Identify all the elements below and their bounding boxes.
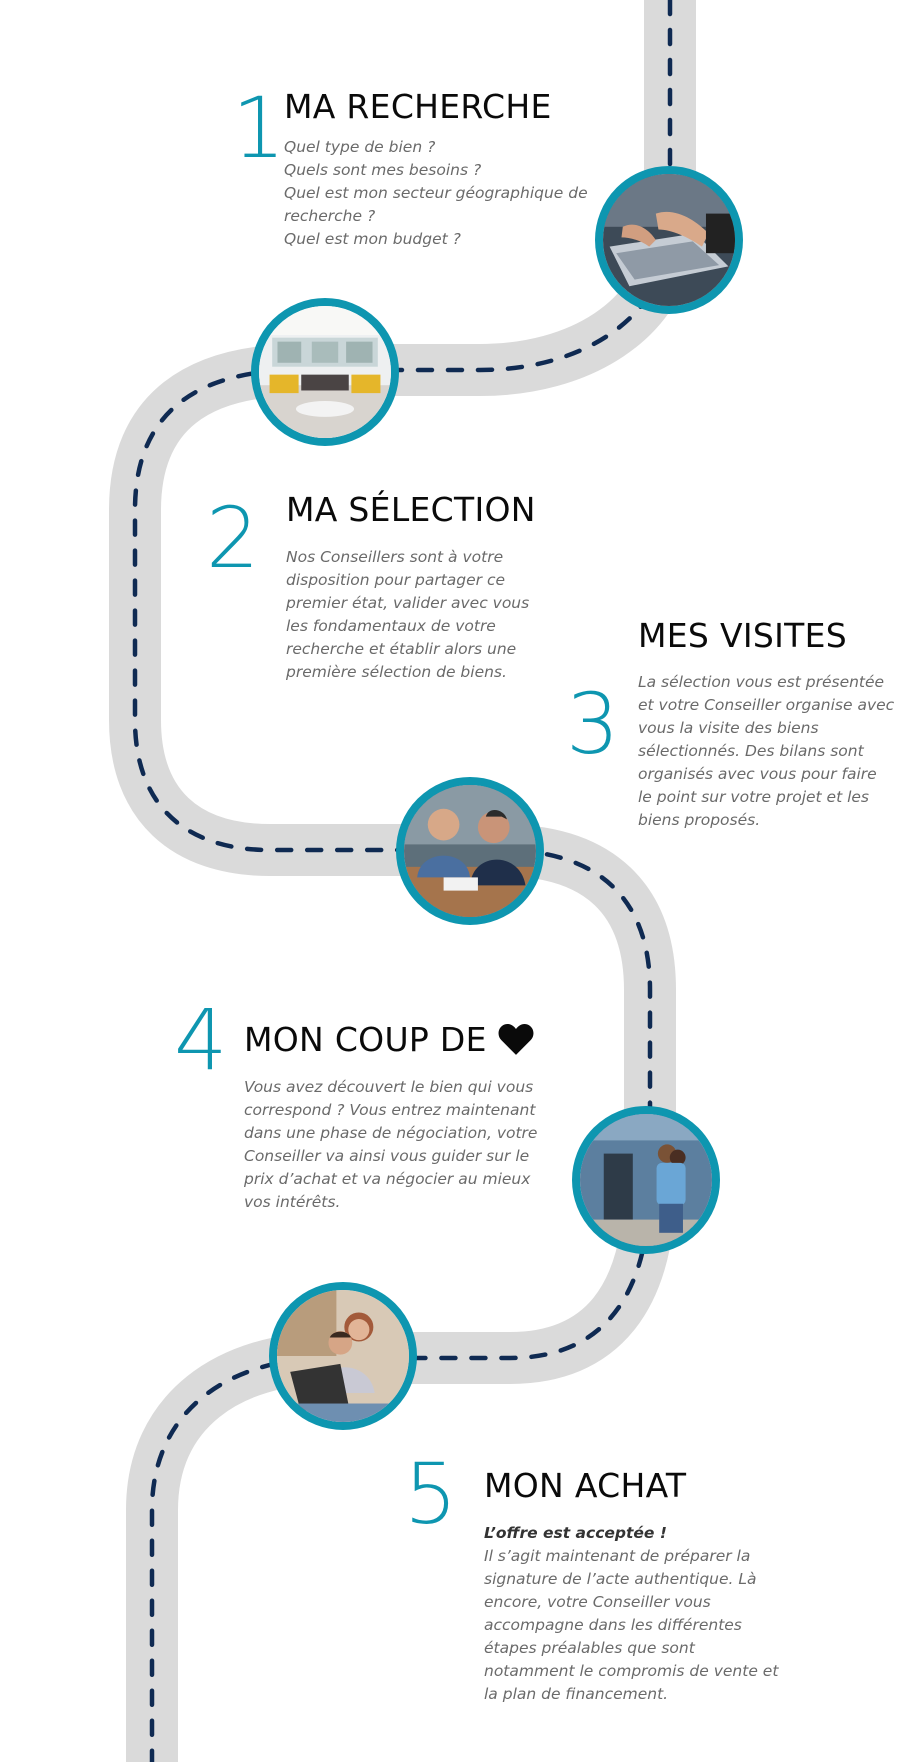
step-5-description: L’offre est acceptée ! Il s’agit mainten… — [484, 1522, 778, 1706]
photo-couple-laptop — [269, 1282, 417, 1430]
step-4-line: prix d’achat et va négocier au mieux — [244, 1170, 531, 1188]
step-1-title: MA RECHERCHE — [284, 87, 552, 126]
step-5-line: accompagne dans les différentes — [484, 1616, 742, 1634]
step-4-line: correspond ? Vous entrez maintenant — [244, 1101, 536, 1119]
step-5-line: encore, votre Conseiller vous — [484, 1593, 711, 1611]
step-3-line: sélectionnés. Des bilans sont — [638, 742, 864, 760]
photo-living-room — [251, 298, 399, 446]
step-5-line: notamment le compromis de vente et — [484, 1662, 779, 1680]
step-1-description: Quel type de bien ? Quels sont mes besoi… — [284, 136, 588, 251]
step-4-title: MON COUP DE — [244, 1023, 535, 1056]
step-2-description: Nos Conseillers sont à votre disposition… — [286, 546, 529, 684]
step-5-title: MON ACHAT — [484, 1466, 687, 1505]
step-3-line: biens proposés. — [638, 811, 761, 829]
step-2-title: MA SÉLECTION — [286, 490, 536, 529]
step-1-line: Quels sont mes besoins ? — [284, 161, 482, 179]
step-1-line: Quel est mon secteur géographique de — [284, 184, 588, 202]
step-4-line: Vous avez découvert le bien qui vous — [244, 1078, 534, 1096]
step-4-line: Conseiller va ainsi vous guider sur le — [244, 1147, 530, 1165]
heart-icon — [498, 1023, 534, 1055]
step-5-line: la plan de financement. — [484, 1685, 669, 1703]
step-3-line: et votre Conseiller organise avec — [638, 696, 895, 714]
step-2-line: disposition pour partager ce — [286, 571, 506, 589]
step-2-line: recherche et établir alors une — [286, 640, 517, 658]
step-3-line: vous la visite des biens — [638, 719, 819, 737]
step-3-line: le point sur votre projet et les — [638, 788, 869, 806]
step-2-line: Nos Conseillers sont à votre — [286, 548, 504, 566]
step-4-line: vos intérêts. — [244, 1193, 341, 1211]
step-4-line: dans une phase de négociation, votre — [244, 1124, 538, 1142]
photo-advisors-meeting — [396, 777, 544, 925]
step-1-line: Quel est mon budget ? — [284, 230, 461, 248]
step-5-line: signature de l’acte authentique. Là — [484, 1570, 757, 1588]
step-5-number: 5 — [404, 1445, 458, 1543]
step-3-description: La sélection vous est présentée et votre… — [638, 671, 894, 832]
step-3-line: La sélection vous est présentée — [638, 673, 885, 691]
photo-couple-house — [572, 1106, 720, 1254]
step-3-title: MES VISITES — [638, 616, 848, 655]
step-1-line: Quel type de bien ? — [284, 138, 436, 156]
step-4-description: Vous avez découvert le bien qui vous cor… — [244, 1076, 537, 1214]
step-3-number: 3 — [566, 675, 620, 773]
step-4-title-text: MON COUP DE — [244, 1020, 487, 1059]
step-1-line: recherche ? — [284, 207, 376, 225]
step-4-number: 4 — [174, 991, 228, 1089]
step-5-lead: L’offre est acceptée ! — [484, 1524, 667, 1542]
step-5-line: étapes préalables que sont — [484, 1639, 695, 1657]
photo-hands-laptop — [595, 166, 743, 314]
step-2-line: les fondamentaux de votre — [286, 617, 496, 635]
step-3-line: organisés avec vous pour faire — [638, 765, 877, 783]
step-2-line: premier état, valider avec vous — [286, 594, 530, 612]
step-5-line: Il s’agit maintenant de préparer la — [484, 1547, 751, 1565]
step-2-number: 2 — [206, 489, 260, 587]
step-2-line: première sélection de biens. — [286, 663, 507, 681]
step-1-number: 1 — [232, 79, 286, 177]
